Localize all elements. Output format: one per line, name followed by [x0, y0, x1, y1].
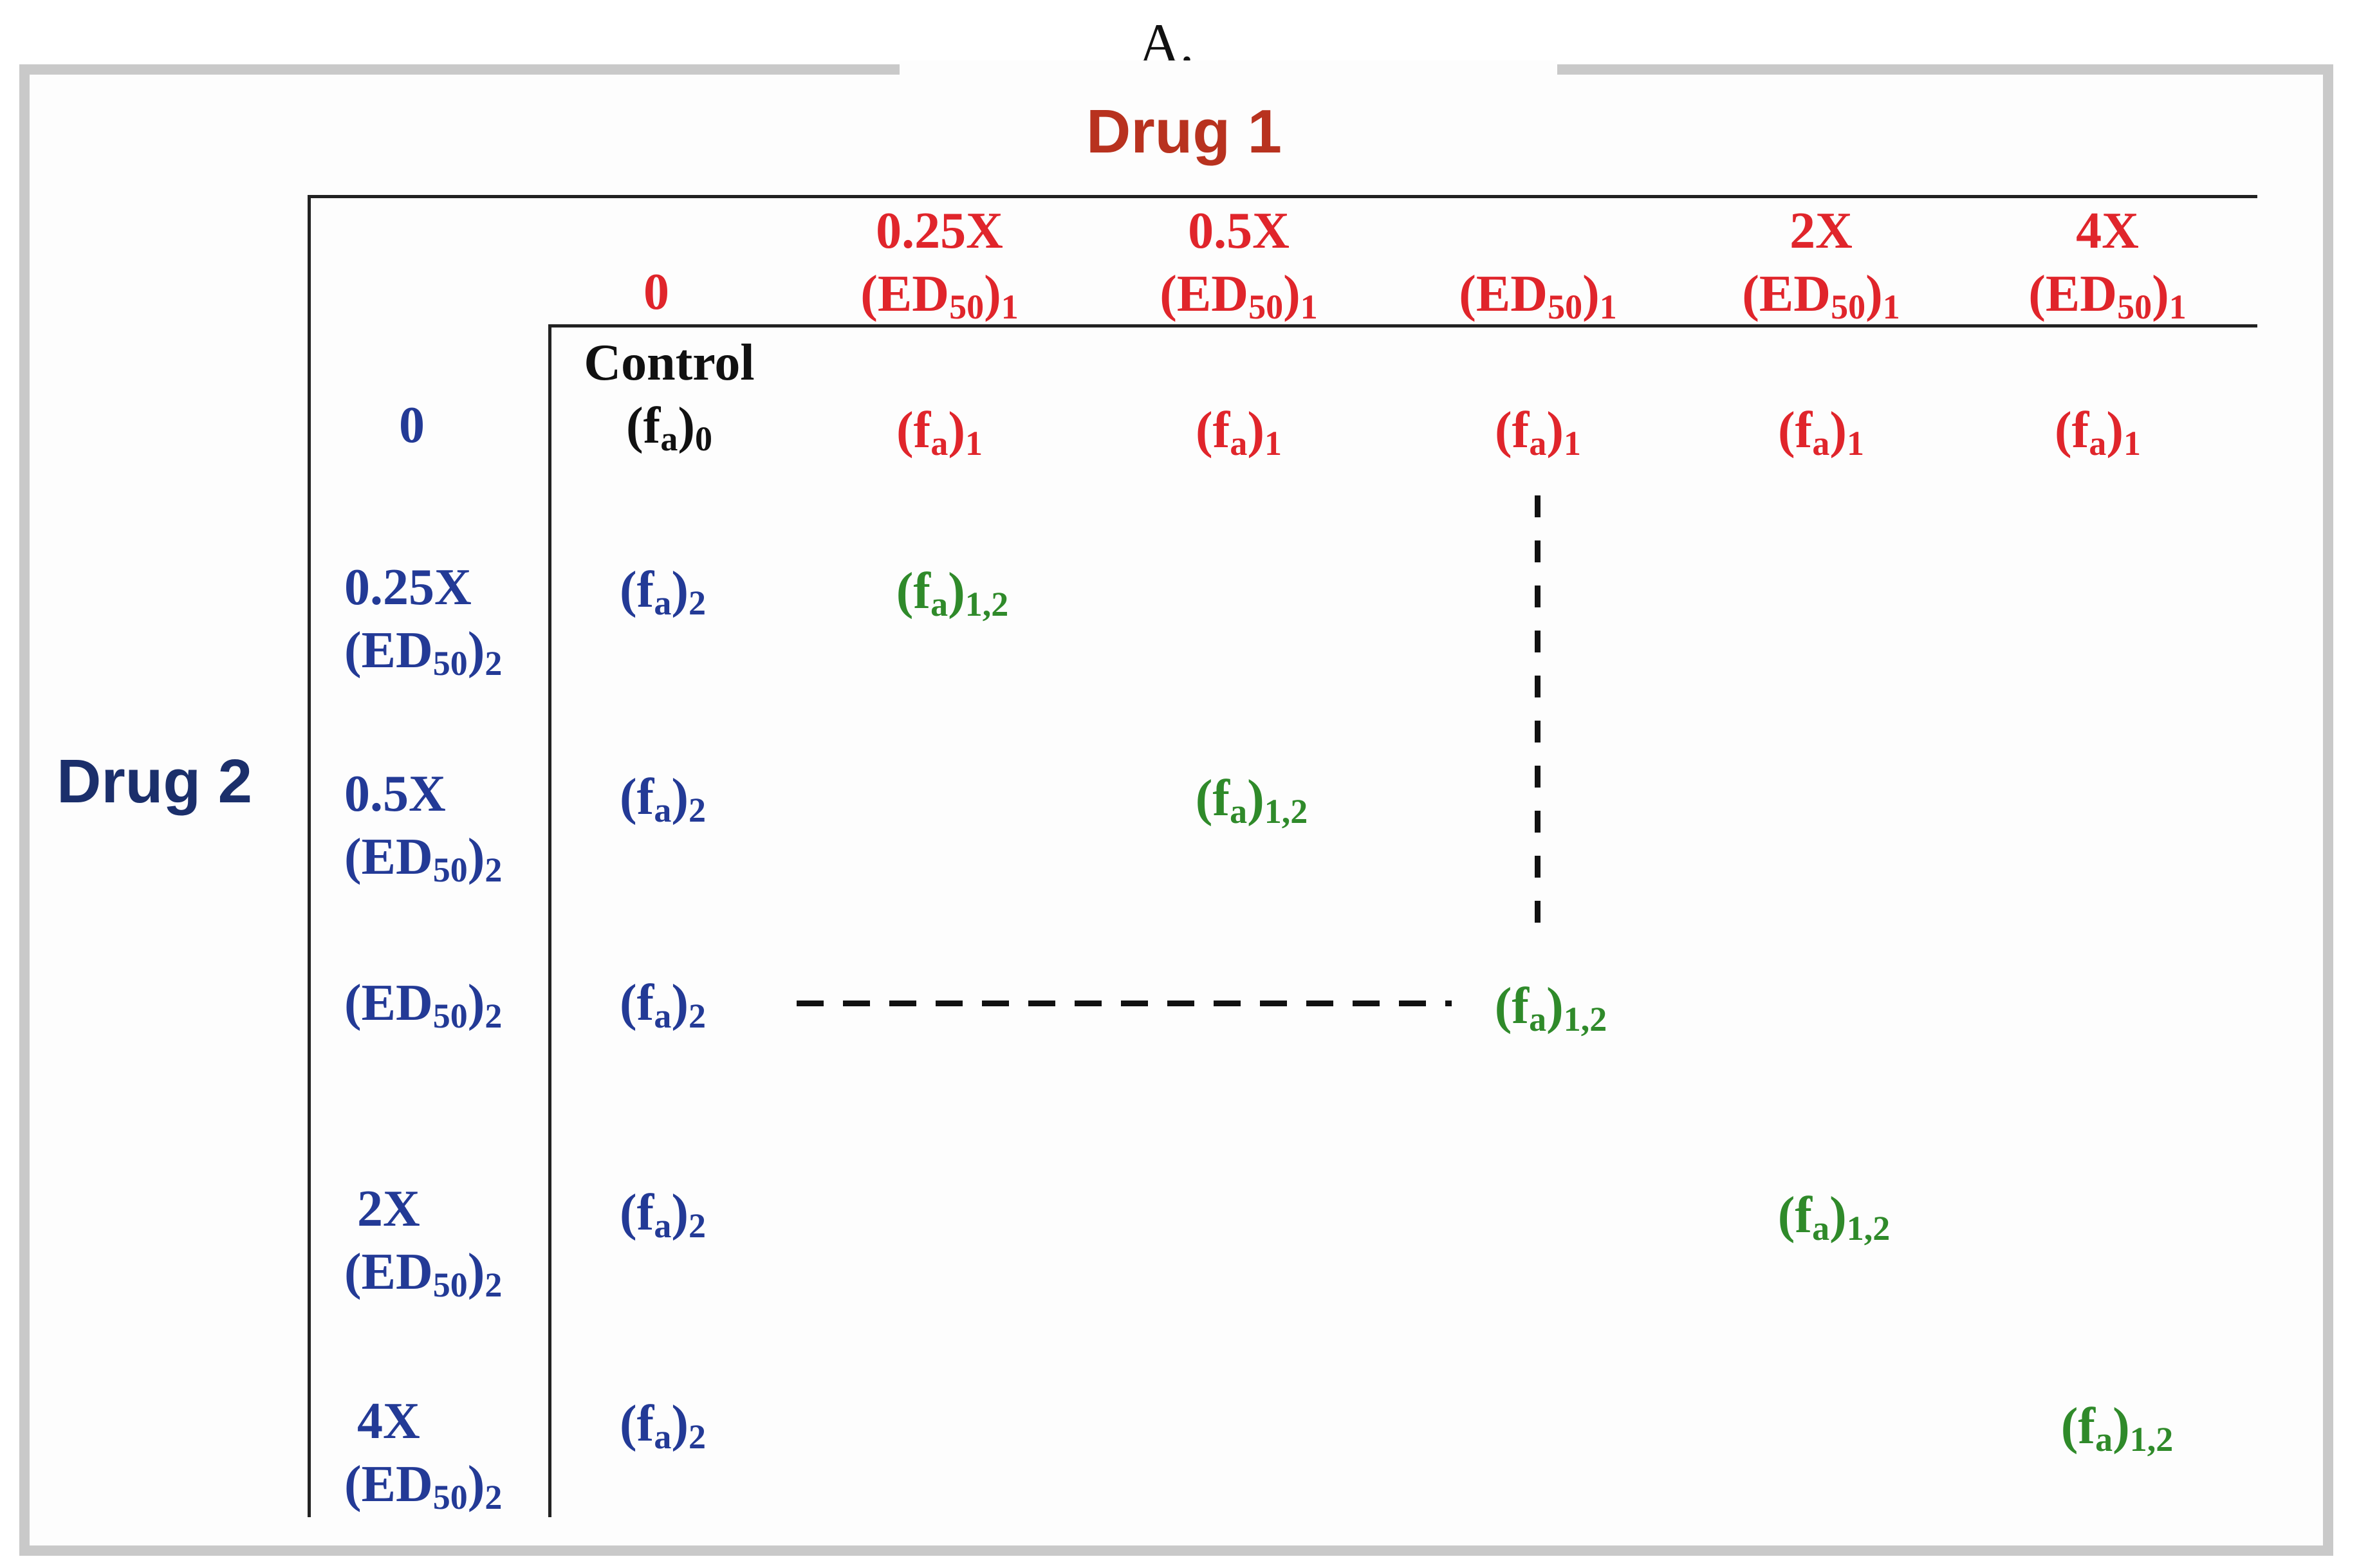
fa2-cell-row3: (fa)2: [620, 975, 706, 1035]
frame-gap: [900, 60, 1557, 80]
row-header-0: 0: [399, 397, 425, 454]
diagram-frame: [19, 64, 2333, 1556]
col-header-4-multiplier: 2X: [1790, 203, 1853, 259]
fa1-cell-col5: (fa)1: [2055, 402, 2141, 463]
row-header-1-multiplier: 0.25X: [344, 559, 472, 616]
col-header-5-multiplier: 4X: [2076, 203, 2139, 259]
fa12-cell-diag4: (fa)1,2: [1777, 1187, 1891, 1248]
row-header-2: 0.5X (ED50)2: [344, 762, 502, 889]
control-cell: Control (fa)0: [566, 331, 772, 457]
fa1-cell-col4: (fa)1: [1778, 402, 1864, 463]
control-label: Control: [584, 335, 755, 391]
col-header-0-main: 0: [643, 264, 669, 320]
col-header-2: 0.5X (ED50)1: [1142, 199, 1335, 326]
row-header-5-multiplier: 4X: [357, 1393, 420, 1450]
col-header-1: 0.25X (ED50)1: [843, 199, 1036, 326]
fa12-cell-diag3: (fa)1,2: [1494, 978, 1607, 1038]
col-header-2-multiplier: 0.5X: [1188, 203, 1290, 259]
row-header-4: 2X (ED50)2: [344, 1177, 502, 1304]
drug1-title: Drug 1: [1086, 97, 1282, 166]
fa2-cell-row4: (fa)2: [620, 1185, 706, 1245]
outer-left-rule: [308, 195, 311, 1517]
col-header-0: 0: [618, 261, 695, 324]
fa1-cell-col2: (fa)1: [1196, 402, 1282, 463]
fa12-cell-diag2: (fa)1,2: [1195, 770, 1308, 831]
fa2-cell-row1: (fa)2: [620, 562, 706, 622]
col-header-5: 4X (ED50)1: [2011, 199, 2204, 326]
row-header-3: (ED50)2: [344, 975, 503, 1035]
fa2-cell-row5: (fa)2: [620, 1396, 706, 1456]
outer-top-rule: [308, 195, 2257, 198]
inner-top-rule: [550, 324, 2257, 327]
horizontal-dashed-guide: [797, 1001, 1452, 1006]
col-header-4: 2X (ED50)1: [1725, 199, 1918, 326]
drug2-title: Drug 2: [56, 747, 253, 816]
fa1-cell-col1: (fa)1: [896, 402, 983, 463]
fa1-cell-col3: (fa)1: [1495, 402, 1581, 463]
row-header-2-multiplier: 0.5X: [344, 766, 446, 822]
inner-left-rule: [548, 324, 551, 1517]
col-header-1-multiplier: 0.25X: [876, 203, 1003, 259]
fa2-cell-row2: (fa)2: [620, 769, 706, 829]
row-header-1: 0.25X (ED50)2: [344, 556, 502, 682]
row-header-4-multiplier: 2X: [357, 1181, 420, 1237]
col-header-3: (ED50)1: [1459, 266, 1617, 326]
row-header-5: 4X (ED50)2: [344, 1390, 502, 1516]
fa12-cell-diag1: (fa)1,2: [896, 563, 1009, 623]
vertical-dashed-guide: [1535, 495, 1540, 946]
fa12-cell-diag5: (fa)1,2: [2060, 1398, 2174, 1459]
